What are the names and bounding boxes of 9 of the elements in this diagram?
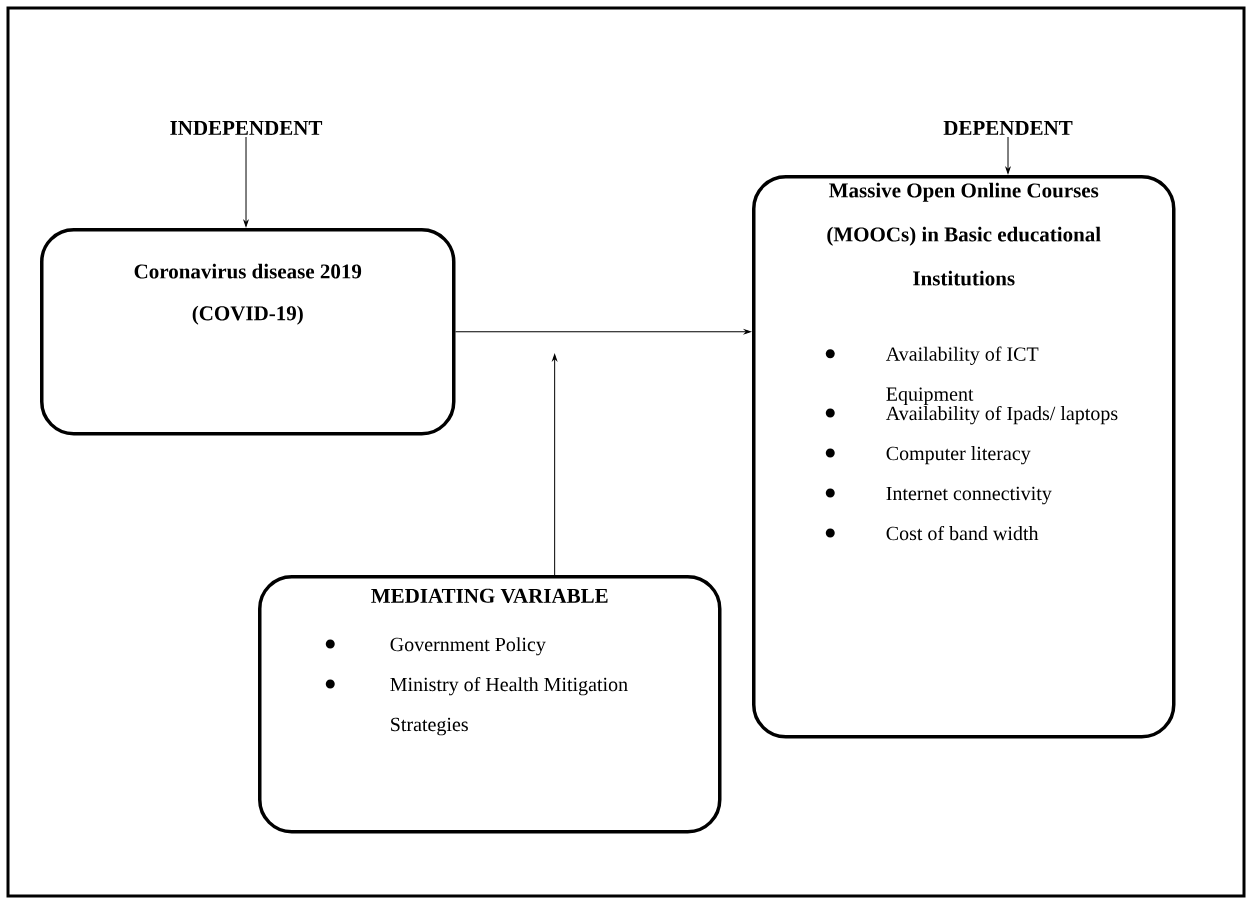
arrow [455, 329, 751, 335]
arrow [552, 354, 558, 576]
column-heading: DEPENDENT [943, 121, 1073, 135]
rounded-box: Coronavirus disease 2019 (COVID-19) [40, 228, 456, 436]
column-heading: INDEPENDENT [170, 121, 323, 135]
rounded-box: MEDIATING VARIABLE Government Policy Ministry of Health Mitigation Strategies [258, 575, 722, 834]
rounded-box: Massive Open Online Courses (MOOCs) in Basic educational Institutions Availability of ICT Equipment Availability of Ipads/ laptops Computer literacy Internet connectivity Cost of band width [752, 175, 1176, 739]
arrow [243, 136, 249, 227]
arrow [1005, 136, 1011, 174]
